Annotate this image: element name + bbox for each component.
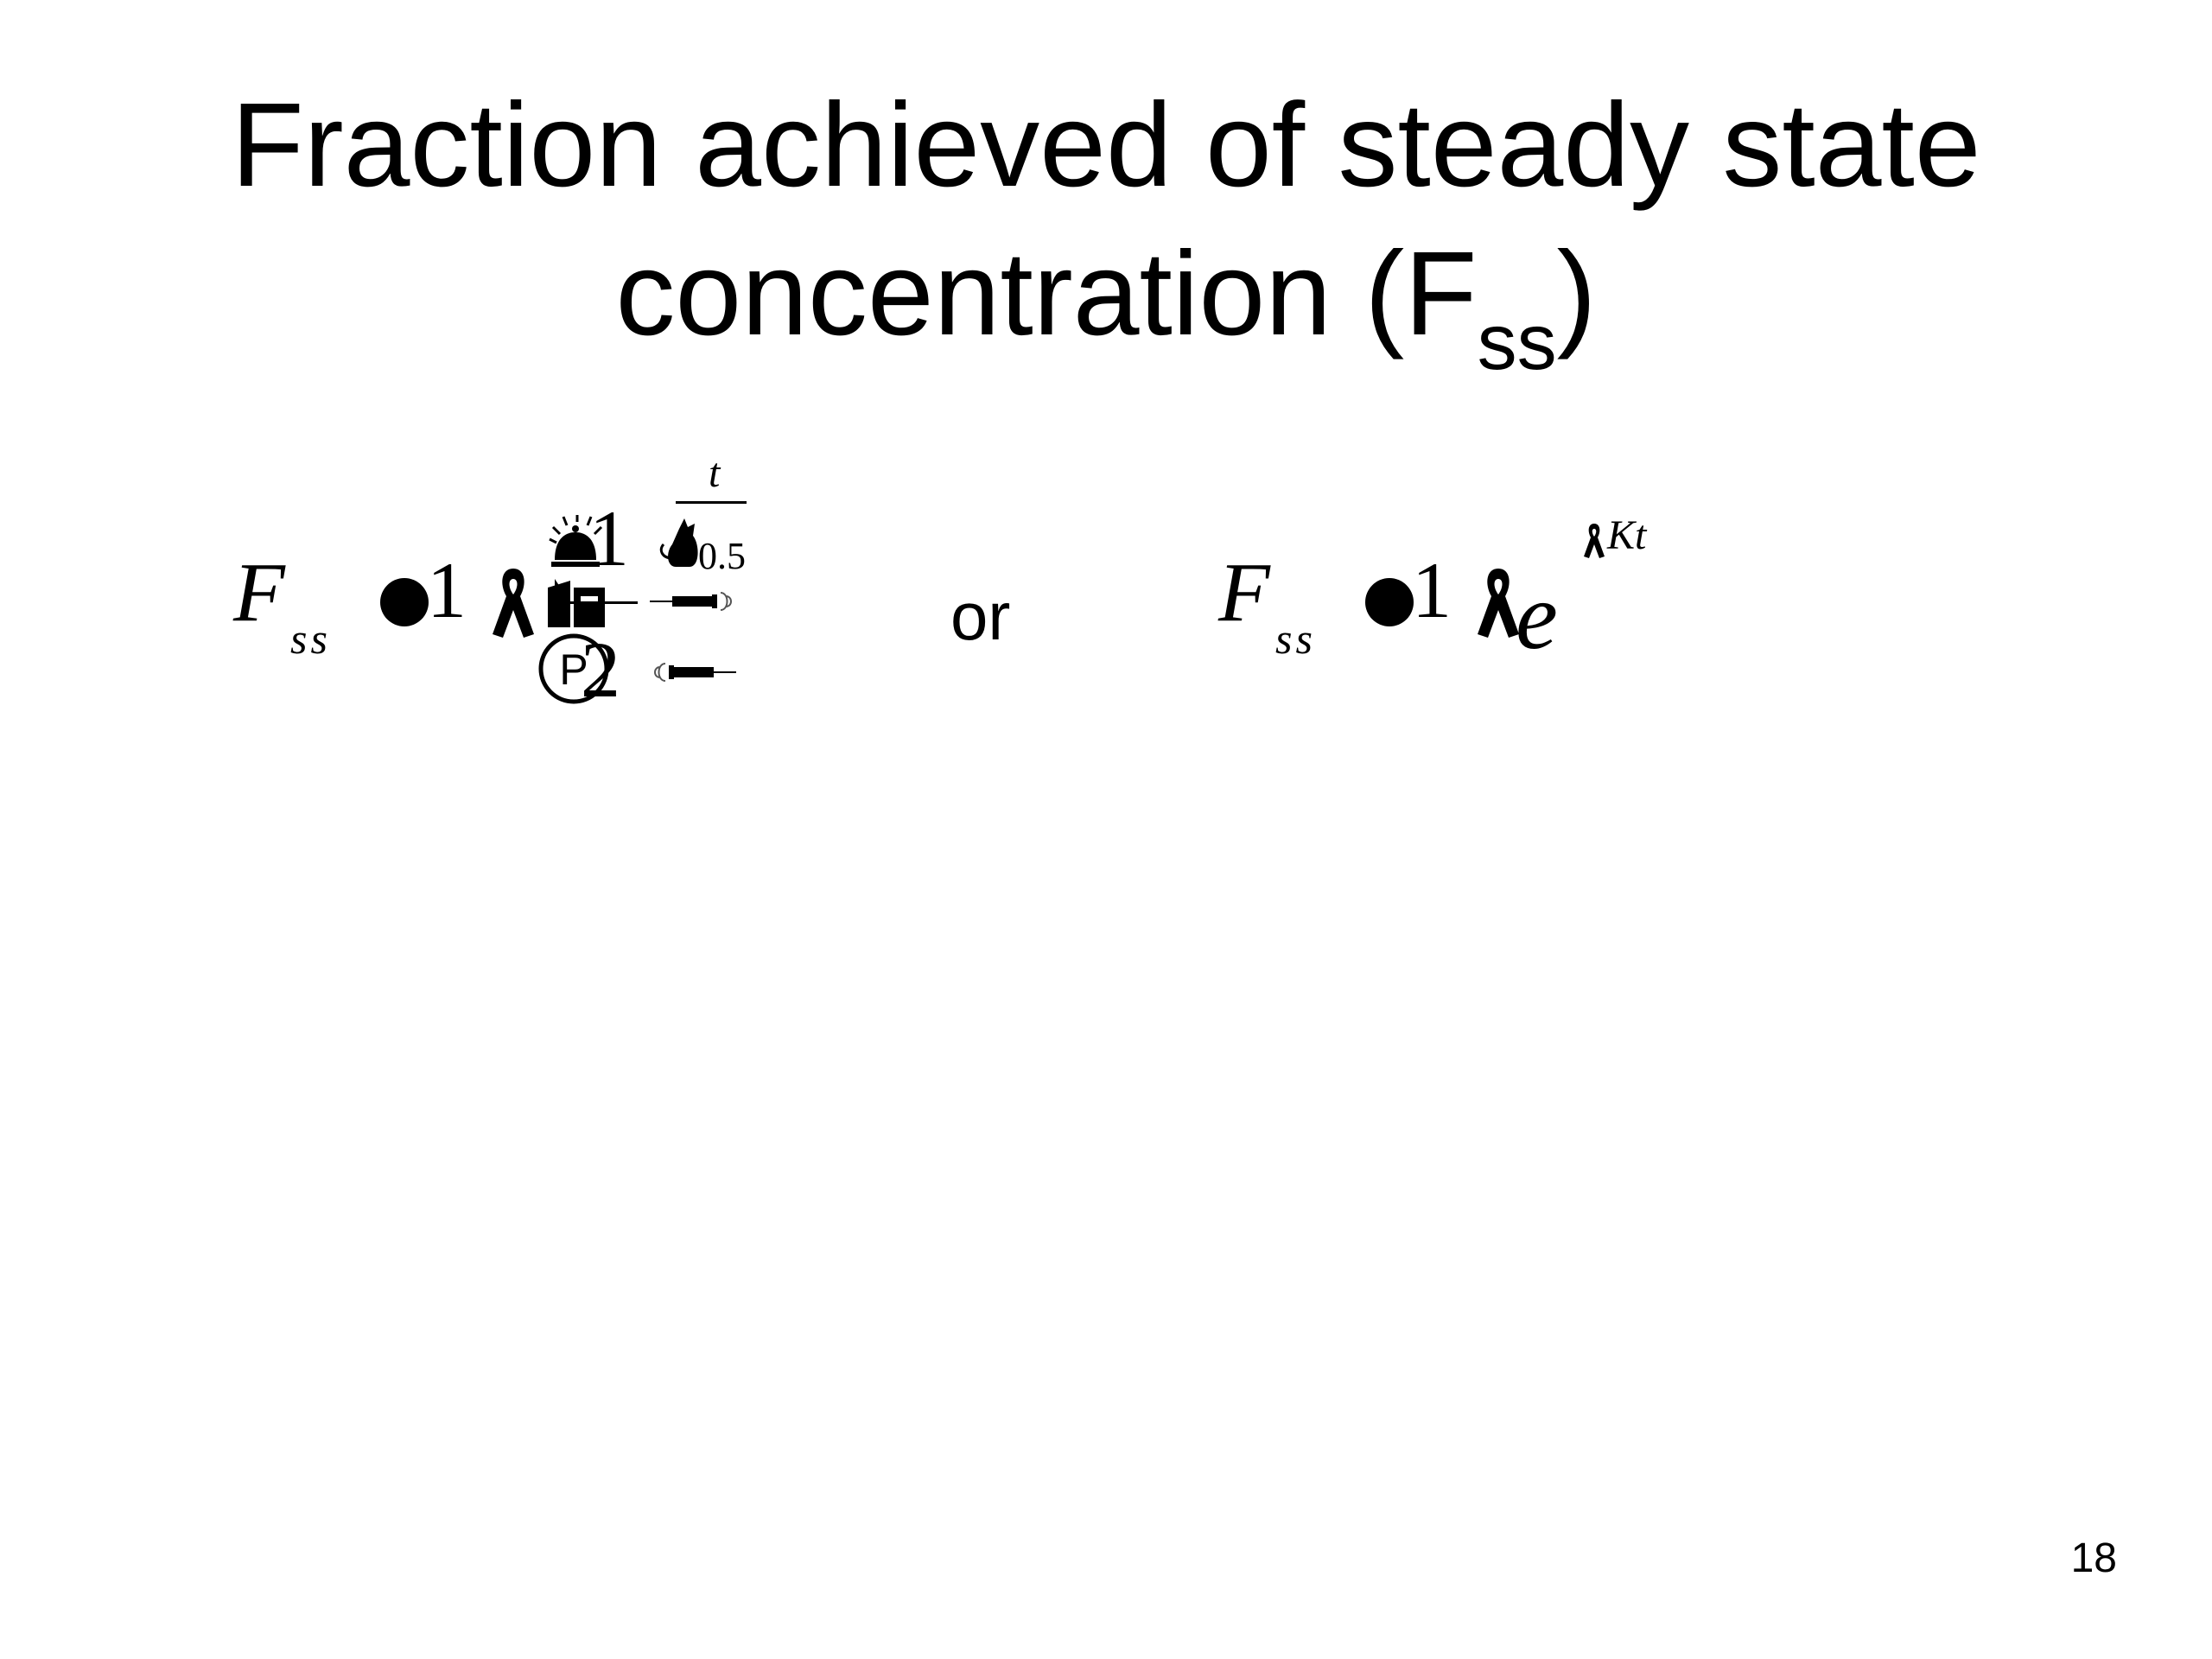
connector-or: or <box>950 578 1011 654</box>
title-line-2: concentration (F <box>615 227 1478 360</box>
equals-circle-icon <box>1365 578 1414 626</box>
page-number: 18 <box>2070 1535 2117 1581</box>
formula-1-exp-one: 1 <box>589 494 629 582</box>
formula-half-life: F ss 1 1 P 2 t 0.5 <box>233 432 769 743</box>
title-subscript: ss <box>1477 298 1557 386</box>
syringe-icon <box>650 592 732 611</box>
formula-1-exp-two: 2 <box>581 626 620 714</box>
slide-title: Fraction achieved of steady state concen… <box>0 71 2212 382</box>
title-line-1: Fraction achieved of steady state <box>231 79 1981 212</box>
cat-icon <box>659 518 698 567</box>
svg-text:P: P <box>559 645 588 694</box>
circled-p-icon: P <box>538 633 609 704</box>
mailbox-icon <box>548 579 605 627</box>
formula-2-one: 1 <box>1412 546 1452 634</box>
formula-1-exp-numerator: t <box>709 450 721 496</box>
formula-2-exponent: Kt <box>1607 512 1647 558</box>
minus-ribbon-icon <box>1478 569 1519 638</box>
equals-circle-icon <box>380 578 429 626</box>
title-close-paren: ) <box>1556 227 1597 360</box>
fraction-bar-inner <box>555 601 638 604</box>
formula-2-base: e <box>1516 563 1558 669</box>
formula-1-lhs-variable: F <box>233 546 285 639</box>
bell-icon <box>549 515 603 567</box>
formula-exponential: F ss 1 e Kt <box>1218 512 1685 691</box>
formula-1-exp-denominator: 0.5 <box>698 535 746 577</box>
formula-1-lhs-subscript: ss <box>290 614 331 663</box>
formula-2-lhs-variable: F <box>1218 546 1270 639</box>
formula-2-lhs-subscript: ss <box>1275 614 1316 663</box>
formula-1-one: 1 <box>427 546 467 634</box>
fraction-bar-exponent <box>676 501 747 504</box>
minus-ribbon-icon <box>493 569 534 638</box>
syringe-icon-flipped <box>654 663 736 682</box>
minus-ribbon-small-icon <box>1584 524 1605 558</box>
